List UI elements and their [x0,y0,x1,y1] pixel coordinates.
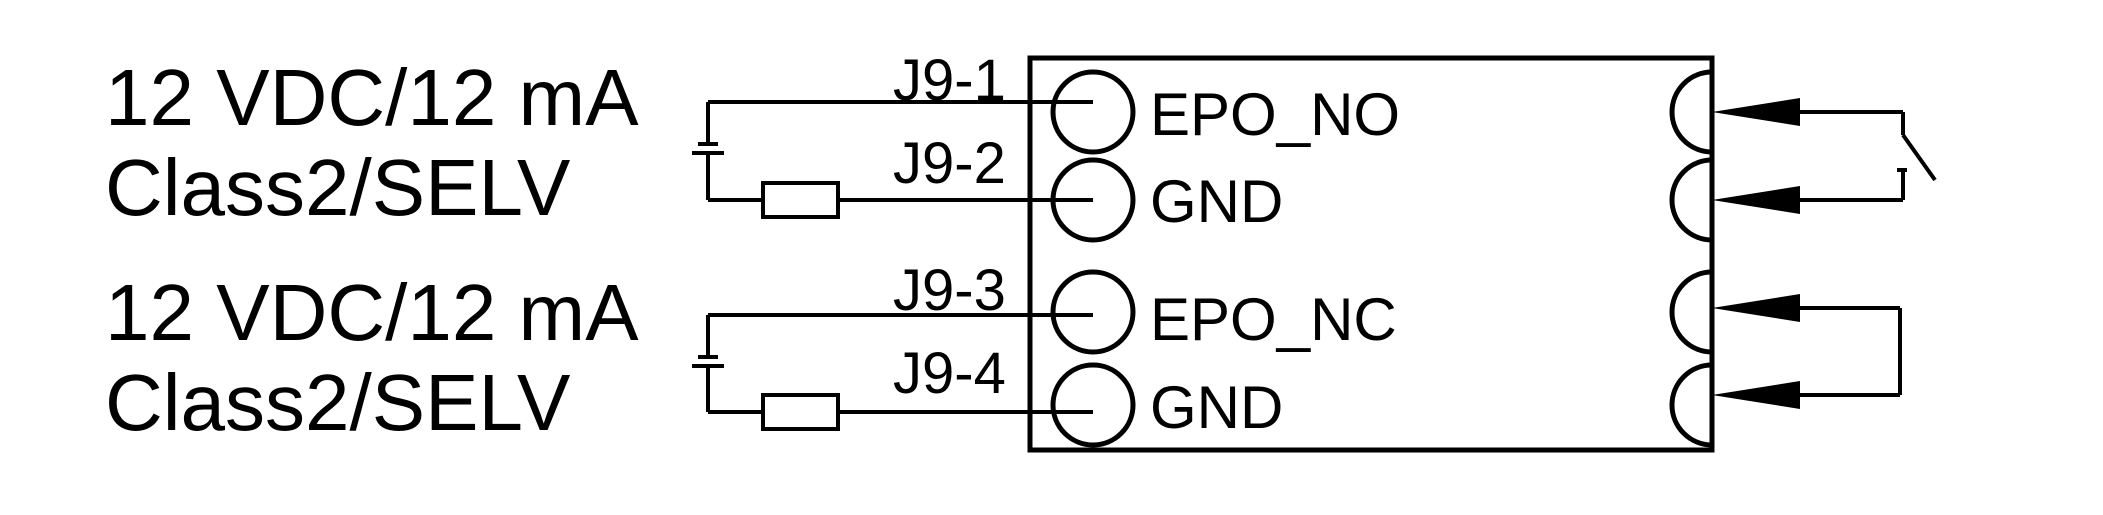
circuit-1-wiring [692,100,1093,219]
switch-contact-blade [1901,133,1937,182]
arrow-epo-nc [1712,294,1800,322]
right-pin-4-halfcircle [1669,362,1713,448]
connector-body [1027,55,1715,453]
signal-epo-nc-label: EPO_NC [1150,286,1397,353]
pin-j9-4-circle [1050,362,1136,448]
arrow-gnd-2 [1712,381,1800,409]
supply-2-voltage-label: 12 VDC/12 mA [105,268,639,357]
resistor-2 [761,393,840,431]
signal-epo-no-label: EPO_NO [1150,81,1400,148]
circuit-2-wiring [692,313,1093,431]
arrow-gnd-1 [1712,186,1800,214]
supply-2-class-label: Class2/SELV [105,358,571,447]
supply-1-voltage-label: 12 VDC/12 mA [105,53,639,142]
right-pin-2-halfcircle [1669,157,1713,243]
arrow-epo-no [1712,98,1800,126]
right-pin-1-halfcircle [1669,69,1713,155]
resistor-1 [761,181,840,219]
pin-j9-3-label: J9-3 [893,258,1006,323]
pin-j9-4-label: J9-4 [893,341,1006,406]
signal-gnd-1-label: GND [1150,168,1283,235]
normally-open-switch [1712,98,1937,214]
pin-j9-2-label: J9-2 [893,131,1006,196]
supply-1-class-label: Class2/SELV [105,143,571,232]
signal-gnd-2-label: GND [1150,374,1283,441]
jumper-loop [1712,294,1902,409]
pin-j9-3-circle [1050,269,1136,355]
right-pin-3-halfcircle [1669,269,1713,355]
pin-j9-1-circle [1050,69,1136,155]
